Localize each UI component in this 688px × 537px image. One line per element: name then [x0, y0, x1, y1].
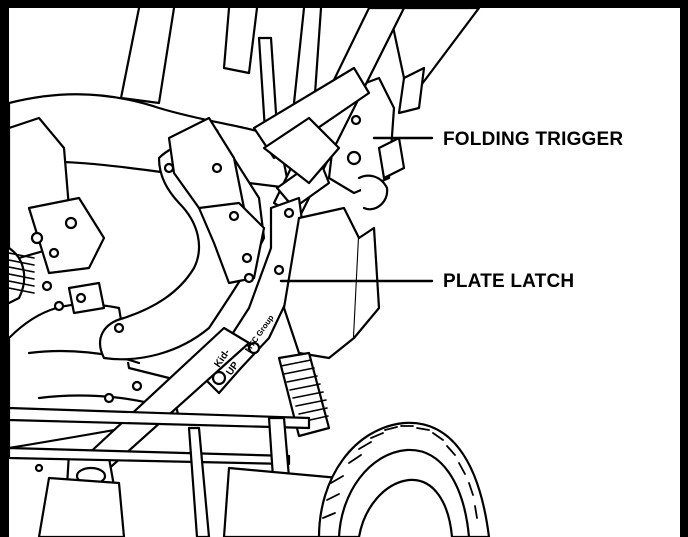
seat-back-frame	[119, 8, 323, 132]
plate-latch-label: PLATE LATCH	[443, 271, 575, 292]
lower-frame-bars	[9, 406, 341, 537]
left-side-bracket	[9, 116, 106, 315]
right-seat-panel	[282, 206, 381, 360]
folding-trigger-housing	[327, 8, 481, 211]
lower-leg-tube	[37, 326, 251, 537]
shock-spring	[277, 351, 331, 438]
push-handle-tube	[252, 8, 406, 220]
callout-lines	[279, 136, 434, 283]
hinge-bracket	[167, 116, 266, 285]
folding-trigger-label: FOLDING TRIGGER	[443, 129, 624, 150]
stroller-frame-illustration: Kid- UP MTC Group	[9, 8, 491, 537]
front-wheel	[317, 421, 491, 537]
left-spring	[9, 252, 35, 294]
